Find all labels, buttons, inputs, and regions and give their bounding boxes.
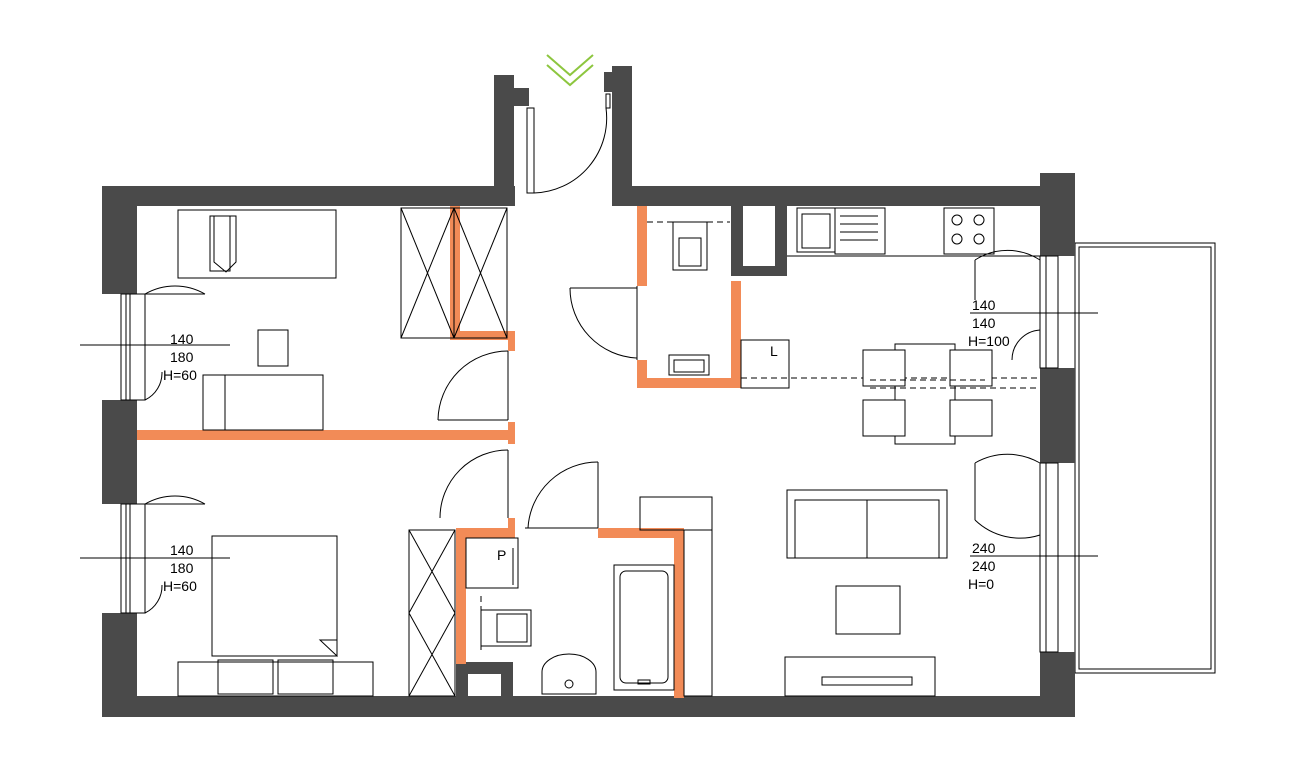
window-width: 140: [972, 297, 996, 313]
fridge-mark: L: [770, 343, 778, 359]
door-bedroom-bottom: [439, 449, 509, 519]
label-window-top-left: 140 180 H=60: [163, 331, 197, 383]
window-sill: H=100: [968, 333, 1010, 349]
window-width: 240: [972, 540, 996, 556]
window-top-left: [80, 285, 230, 401]
window-width: 140: [170, 542, 194, 558]
door-bathroom: [525, 461, 599, 529]
window-bottom-left: [80, 495, 230, 614]
wardrobe-top: [400, 207, 508, 339]
bathtub: [613, 564, 675, 691]
cooktop: [943, 207, 995, 255]
fridge: L: [740, 339, 790, 389]
outer-walls: [102, 66, 1075, 717]
sofa: [786, 489, 948, 559]
window-sill: H=60: [163, 367, 197, 383]
wardrobe-bottom: [408, 529, 456, 697]
washbasin: [541, 653, 597, 695]
window-height: 140: [972, 315, 996, 331]
kitchen-counter: [787, 207, 1040, 257]
window-height: 180: [170, 349, 194, 365]
door-wc: [569, 286, 638, 360]
washer-mark: P: [497, 547, 506, 563]
window-width: 140: [170, 331, 194, 347]
window-height: 240: [972, 558, 996, 574]
entrance-chevron-icon: [546, 54, 594, 87]
toilet: [480, 596, 532, 650]
dining-table: [741, 343, 1040, 445]
label-window-bottom-left: 140 180 H=60: [163, 542, 197, 594]
cabinet-bathroom: [639, 496, 713, 697]
window-sill: H=0: [968, 576, 994, 592]
door-bedroom-top: [437, 350, 509, 421]
window-sill: H=60: [163, 578, 197, 594]
washing-machine: P: [465, 537, 519, 589]
single-bed: [177, 209, 337, 279]
balcony-door-right: [970, 453, 1098, 653]
desk-top: [202, 329, 324, 431]
wc-toilet: [647, 221, 730, 376]
label-balcony-door: 240 240 H=0: [968, 540, 996, 592]
partition-walls: [137, 206, 741, 698]
label-window-kitchen: 140 140 H=100: [968, 297, 1010, 349]
coffee-table: [835, 585, 901, 635]
tv-cabinet: [784, 656, 936, 697]
window-height: 180: [170, 560, 194, 576]
entrance-door: [526, 93, 611, 194]
balcony: [1052, 242, 1216, 674]
double-bed: [177, 535, 374, 697]
